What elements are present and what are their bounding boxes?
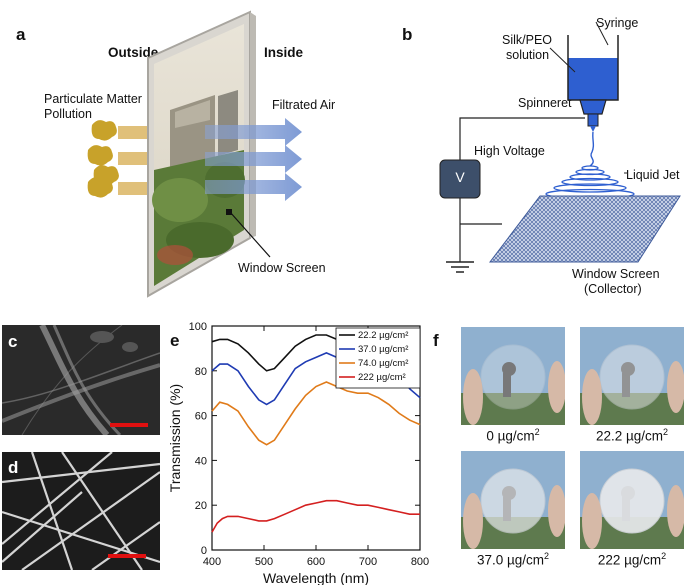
solution-label-line1: Silk/PEO	[502, 33, 553, 47]
filtrated-air-label: Filtrated Air	[272, 98, 336, 112]
inside-label: Inside	[264, 45, 304, 60]
collector-label-line2: (Collector)	[584, 282, 642, 296]
sample-caption-value: 0 µg/cm	[486, 428, 535, 444]
y-tick-label: 80	[195, 366, 207, 378]
legend-box	[335, 327, 421, 389]
window-screen-frame	[147, 10, 256, 298]
sample-photo-2	[461, 451, 565, 549]
voltage-source-box	[439, 159, 481, 199]
x-axis-label: Wavelength (nm)	[263, 570, 369, 585]
sample-photo-image	[580, 327, 684, 425]
panel-c-letter: c	[8, 332, 18, 351]
panel-b-letter: b	[402, 25, 413, 44]
sem-image-c	[2, 325, 160, 435]
sample-photo-image	[580, 451, 684, 549]
sample-caption-superscript: 2	[544, 551, 550, 561]
syringe-label: Syringe	[596, 16, 639, 30]
legend-label-3: 222 µg/cm²	[358, 372, 406, 383]
sample-caption-value: 222 µg/cm	[597, 552, 662, 568]
window-screen-pointer	[229, 211, 271, 258]
sample-photo-3	[580, 451, 684, 549]
pollution-label-line1: Particulate Matter	[44, 92, 142, 106]
sample-caption-3: 222 µg/cm2	[580, 551, 684, 568]
syringe-icon	[567, 35, 619, 132]
sample-caption-superscript: 2	[663, 427, 669, 437]
x-tick-label: 500	[255, 556, 273, 568]
scale-bar-d	[108, 554, 146, 558]
sample-caption-superscript: 2	[661, 551, 667, 561]
sample-caption-superscript: 2	[534, 427, 540, 437]
y-tick-label: 0	[201, 545, 207, 557]
sample-photo-1	[580, 327, 684, 425]
sample-photo-0	[461, 327, 565, 425]
sample-caption-2: 37.0 µg/cm2	[461, 551, 565, 568]
series-line-3	[211, 499, 420, 533]
sample-photo-image	[461, 451, 565, 549]
collector-mesh	[488, 195, 681, 263]
scale-bar-c	[110, 423, 148, 427]
voltage-symbol: V	[455, 169, 465, 185]
y-tick-label: 60	[195, 411, 207, 423]
high-voltage-label: High Voltage	[474, 144, 545, 158]
collector-label-line1: Window Screen	[572, 267, 660, 281]
panel-e-letter: e	[170, 331, 180, 350]
x-tick-label: 700	[359, 556, 377, 568]
panel-a-letter: a	[16, 25, 26, 44]
sample-caption-0: 0 µg/cm2	[461, 427, 565, 444]
liquid-jet-path	[589, 131, 595, 167]
sample-caption-1: 22.2 µg/cm2	[580, 427, 684, 444]
panel-f-letter: f	[433, 331, 439, 350]
liquid-jet-label: Liquid Jet	[626, 168, 680, 182]
sample-caption-value: 37.0 µg/cm	[476, 552, 545, 568]
sample-photo-image	[461, 327, 565, 425]
y-tick-label: 20	[195, 500, 207, 512]
panel-d-letter: d	[8, 458, 19, 477]
series-line-2	[211, 381, 421, 446]
filtrated-air-arrows	[205, 118, 302, 201]
legend-label-0: 22.2 µg/cm²	[358, 330, 408, 341]
solution-label-line2: solution	[506, 48, 550, 62]
x-tick-label: 400	[203, 556, 221, 568]
window-screen-label: Window Screen	[238, 261, 326, 275]
panel-a-illustration	[87, 10, 302, 298]
sample-caption-value: 22.2 µg/cm	[595, 428, 664, 444]
pollution-label-line2: Pollution	[44, 107, 92, 121]
y-tick-label: 100	[189, 321, 207, 333]
polluted-air-arrows	[118, 126, 154, 195]
particulate-matter-icons	[87, 120, 119, 198]
legend-label-2: 74.0 µg/cm²	[358, 358, 408, 369]
y-tick-label: 40	[195, 455, 207, 467]
legend-label-1: 37.0 µg/cm²	[358, 344, 408, 355]
outside-label: Outside	[108, 45, 159, 60]
sem-image-d	[2, 452, 160, 570]
spinneret-label: Spinneret	[518, 96, 572, 110]
x-tick-label: 600	[307, 556, 325, 568]
y-axis-label: Transmission (%)	[167, 384, 183, 492]
electrospinning-diagram	[439, 21, 681, 273]
x-tick-label: 800	[411, 556, 429, 568]
